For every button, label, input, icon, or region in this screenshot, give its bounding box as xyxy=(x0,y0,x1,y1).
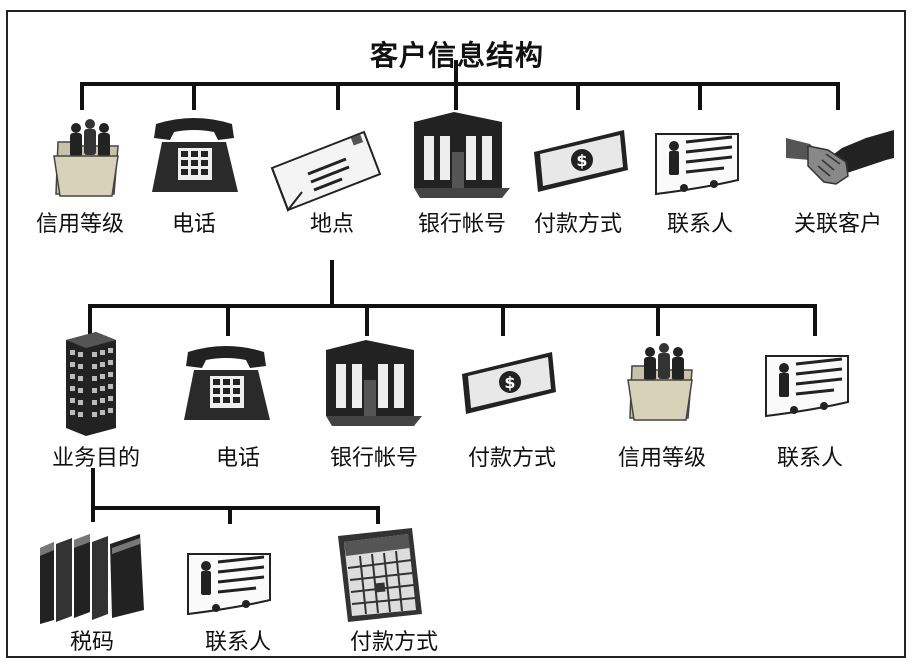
svg-text:$: $ xyxy=(504,373,515,392)
bank-icon xyxy=(414,112,510,198)
node-label: 业务目的 xyxy=(51,446,141,471)
telephone-icon xyxy=(152,118,238,192)
node-label: 电话 xyxy=(215,446,261,471)
contact-card-icon xyxy=(765,355,849,418)
handshake-icon xyxy=(786,130,894,185)
node-label: 信用等级 xyxy=(35,212,125,237)
contact-card-icon xyxy=(655,133,739,196)
banknote-icon: $ xyxy=(534,130,628,192)
node-label: 银行帐号 xyxy=(329,446,419,471)
banknote-icon: $ xyxy=(462,352,556,414)
node-label: 联系人 xyxy=(776,446,844,471)
telephone-icon xyxy=(184,346,270,420)
calendar-icon xyxy=(338,528,422,622)
node-label: 付款方式 xyxy=(467,446,557,471)
node-label: 信用等级 xyxy=(617,446,707,471)
people-folder-icon xyxy=(53,119,119,197)
bank-icon xyxy=(326,340,422,426)
node-label: 付款方式 xyxy=(349,630,439,655)
office-building-icon xyxy=(66,332,116,436)
node-label: 联系人 xyxy=(204,630,272,655)
node-label: 联系人 xyxy=(666,212,734,237)
diagram-title: 客户信息结构 xyxy=(369,39,544,72)
ledger-books-icon xyxy=(40,534,144,624)
contact-card-icon xyxy=(187,553,271,616)
node-label: 银行帐号 xyxy=(417,212,507,237)
node-label: 关联客户 xyxy=(793,212,883,237)
diagram-frame xyxy=(6,10,906,658)
node-label: 税码 xyxy=(69,630,115,655)
node-label: 电话 xyxy=(171,212,217,237)
node-label: 地点 xyxy=(309,212,355,237)
envelope-icon xyxy=(270,130,382,213)
people-folder-icon xyxy=(627,343,693,421)
node-label: 付款方式 xyxy=(533,212,623,237)
svg-text:$: $ xyxy=(576,151,587,170)
